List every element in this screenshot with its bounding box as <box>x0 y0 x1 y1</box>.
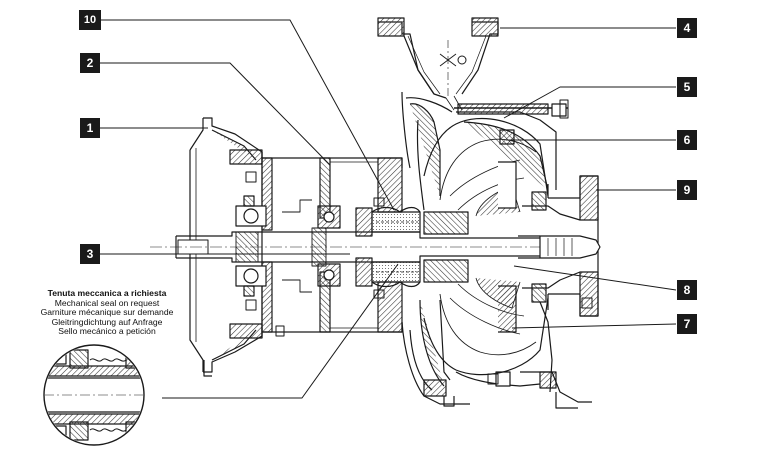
callout-1: 1 <box>80 118 100 138</box>
callout-9: 9 <box>677 180 697 200</box>
note-title: Tenuta meccanica a richiesta <box>47 288 167 298</box>
leader-10 <box>100 19 395 211</box>
mechanical-seal-inset <box>43 344 145 446</box>
leader-inset <box>162 263 399 399</box>
mechanical-seal-note: Tenuta meccanica a richiesta Mechanical … <box>32 288 182 337</box>
suction-flange <box>522 175 599 317</box>
callout-5: 5 <box>677 77 697 97</box>
impeller-nut <box>518 235 601 259</box>
note-line-es: Sello mecánico a petición <box>58 326 156 337</box>
leader-lines <box>100 19 677 399</box>
callout-7: 7 <box>677 314 697 334</box>
note-line-fr: Garniture mécanique sur demande <box>40 307 174 318</box>
leader-7 <box>511 323 677 329</box>
shaft <box>150 227 600 267</box>
leader-5 <box>503 86 676 119</box>
leader-2 <box>100 62 331 166</box>
callout-6: 6 <box>677 130 697 150</box>
bearings <box>235 195 341 297</box>
callout-4: 4 <box>677 18 697 38</box>
callout-10: 10 <box>79 10 101 30</box>
note-line-en: Mechanical seal on request <box>54 297 160 308</box>
leader-8 <box>513 265 677 291</box>
callout-3: 3 <box>80 244 100 264</box>
callout-2: 2 <box>80 53 100 73</box>
bolts <box>245 55 593 385</box>
callout-8: 8 <box>677 280 697 300</box>
impeller <box>423 117 549 376</box>
note-line-de: Gleitringdichtung auf Anfrage <box>51 316 163 327</box>
seal-chamber <box>355 206 421 288</box>
bearing-bracket <box>261 152 403 338</box>
